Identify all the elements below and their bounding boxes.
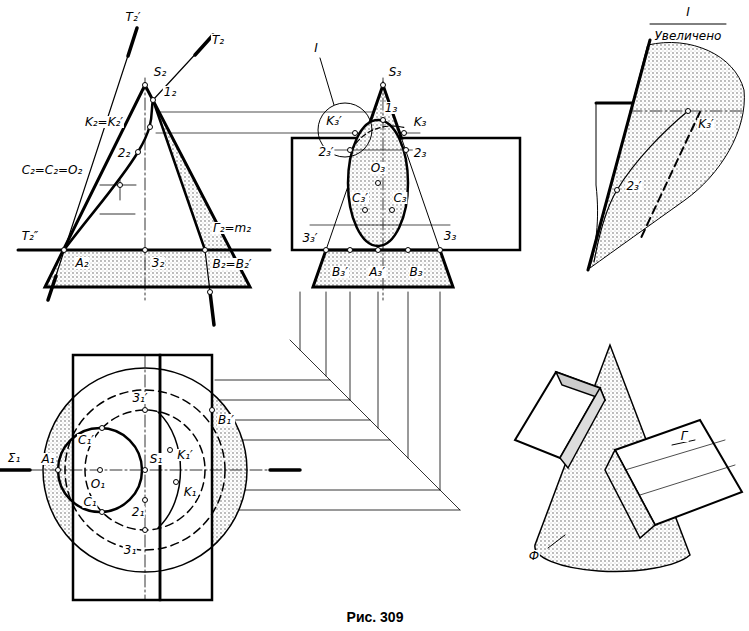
point-label: O₁ <box>90 478 106 490</box>
point-label: B₂=B₂′ <box>212 258 253 270</box>
point-label: S₃ <box>388 66 402 78</box>
point-label: 3₂ <box>151 257 165 269</box>
point-label: B₃ <box>408 266 423 278</box>
point-label: B₁′ <box>217 414 235 426</box>
point-label: 2₃ <box>413 147 427 159</box>
point-label: 3₃ <box>443 230 457 242</box>
point-label: 3₃′ <box>301 232 318 244</box>
point-label: 1₃ <box>384 102 398 114</box>
point-label: S₁ <box>149 453 163 465</box>
point-label: Σ₁ <box>7 452 21 464</box>
point-label: S₂ <box>153 66 167 78</box>
point-label: C₁′ <box>77 434 95 446</box>
point-label: 2₃′ <box>625 180 642 192</box>
point-label: K₃′ <box>325 115 342 127</box>
point-label: C₂=C₂=O₂ <box>21 164 84 176</box>
point-label: B₃′ <box>331 266 349 278</box>
point-label: C₃ <box>392 192 407 204</box>
point-label: Г₂=m₂ <box>212 222 252 234</box>
point-label: I <box>685 6 691 18</box>
point-label: 1₂ <box>163 86 177 98</box>
point-label: 3₁ <box>123 544 137 556</box>
point-label: C₃′ <box>351 192 369 204</box>
point-label: A₂ <box>74 257 89 269</box>
point-label: A₃′ <box>368 266 386 278</box>
point-label: A₁ <box>40 453 55 465</box>
point-label: Увеличено <box>654 30 723 42</box>
point-label: 2₁ <box>131 506 145 518</box>
point-label: T₂ <box>211 34 225 46</box>
point-label: T₂″ <box>21 230 40 242</box>
point-label: 3₁′ <box>131 392 148 404</box>
point-label: K₂=K₂′ <box>84 116 124 128</box>
point-label: O₃ <box>370 162 386 174</box>
point-label: I <box>313 42 319 54</box>
point-label: 2₂ <box>117 147 131 159</box>
point-label: K₁ <box>183 486 198 498</box>
point-label: Г <box>680 430 689 442</box>
point-label: K₃ <box>413 116 428 128</box>
point-label: K₁′ <box>176 449 193 461</box>
figure-caption: Рис. 309 <box>347 609 404 625</box>
point-label: K₃′ <box>697 118 714 130</box>
point-label: T₂′ <box>125 11 142 23</box>
point-label: Ф <box>528 550 540 562</box>
point-label: C₁ <box>82 496 97 508</box>
point-label: 2₃′ <box>317 146 334 158</box>
